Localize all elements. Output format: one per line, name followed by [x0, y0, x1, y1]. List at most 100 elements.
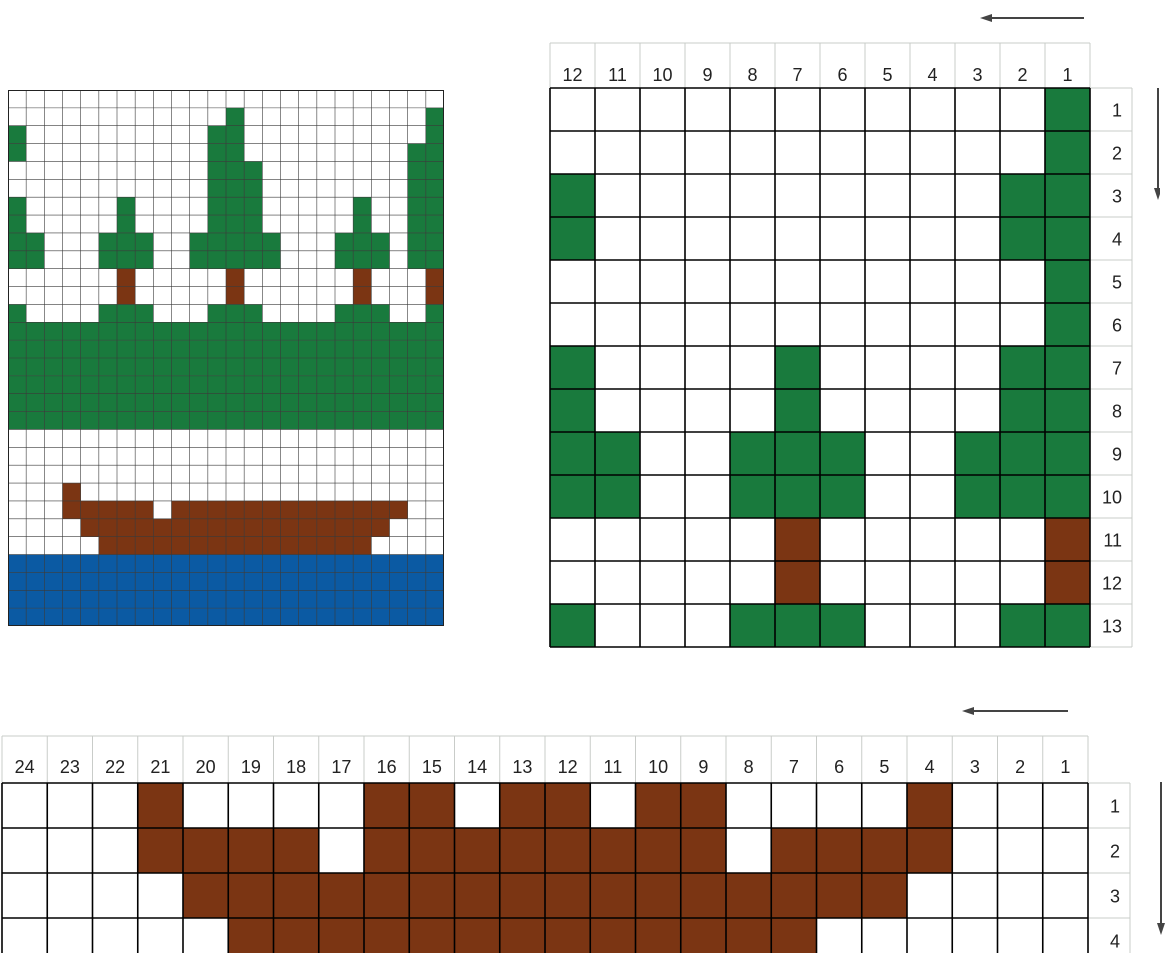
tree-cell	[1000, 389, 1045, 432]
preview-cell	[63, 358, 81, 376]
boat-cell	[47, 873, 92, 918]
preview-cell	[99, 590, 117, 608]
preview-cell	[99, 537, 117, 555]
tree-cell	[775, 518, 820, 561]
preview-cell	[262, 483, 280, 501]
boat-cell	[228, 783, 273, 828]
preview-cell	[190, 322, 208, 340]
preview-cell	[226, 358, 244, 376]
tree-cell	[820, 475, 865, 518]
tree-cell	[685, 260, 730, 303]
preview-cell	[408, 394, 426, 412]
preview-cell	[63, 144, 81, 162]
boat-column-label: 2	[1015, 757, 1025, 777]
preview-cell	[335, 447, 353, 465]
tree-cell	[775, 561, 820, 604]
tree-cell	[595, 217, 640, 260]
preview-cell	[408, 465, 426, 483]
preview-cell	[208, 412, 226, 430]
preview-cell	[135, 90, 153, 108]
preview-cell	[190, 412, 208, 430]
preview-cell	[208, 376, 226, 394]
preview-cell	[371, 90, 389, 108]
preview-cell	[226, 108, 244, 126]
preview-cell	[172, 376, 190, 394]
preview-cell	[135, 555, 153, 573]
boat-cell	[500, 873, 545, 918]
boat-cell	[2, 918, 47, 953]
preview-cell	[226, 215, 244, 233]
preview-cell	[353, 251, 371, 269]
preview-cell	[281, 287, 299, 305]
preview-cell	[81, 126, 99, 144]
preview-cell	[262, 465, 280, 483]
preview-cell	[190, 572, 208, 590]
preview-cell	[63, 161, 81, 179]
preview-cell	[190, 161, 208, 179]
preview-cell	[281, 161, 299, 179]
preview-cell	[208, 483, 226, 501]
preview-cell	[63, 126, 81, 144]
preview-cell	[408, 412, 426, 430]
preview-cell	[281, 447, 299, 465]
tree-column-label: 8	[747, 65, 757, 85]
preview-cell	[299, 483, 317, 501]
tree-cell	[820, 561, 865, 604]
preview-cell	[408, 90, 426, 108]
preview-cell	[408, 572, 426, 590]
tree-cell	[955, 604, 1000, 647]
tree-cell	[1045, 88, 1090, 131]
preview-cell	[226, 572, 244, 590]
boat-cell	[907, 873, 952, 918]
preview-cell	[353, 447, 371, 465]
preview-cell	[390, 447, 408, 465]
tree-column-label: 2	[1017, 65, 1027, 85]
tree-cell	[595, 303, 640, 346]
preview-cell	[135, 465, 153, 483]
preview-cell	[226, 197, 244, 215]
boat-cell	[726, 783, 771, 828]
boat-column-label: 10	[648, 757, 668, 777]
preview-cell	[408, 447, 426, 465]
tree-cell	[640, 303, 685, 346]
preview-cell	[99, 412, 117, 430]
preview-cell	[208, 179, 226, 197]
preview-cell	[371, 555, 389, 573]
boat-cell	[545, 918, 590, 953]
preview-cell	[281, 269, 299, 287]
preview-cell	[99, 197, 117, 215]
preview-cell	[353, 429, 371, 447]
preview-cell	[8, 394, 26, 412]
preview-cell	[8, 90, 26, 108]
preview-cell	[8, 429, 26, 447]
preview-cell	[408, 376, 426, 394]
boat-cell	[636, 783, 681, 828]
preview-cell	[208, 572, 226, 590]
preview-cell	[8, 304, 26, 322]
tree-cell	[1045, 475, 1090, 518]
preview-cell	[44, 429, 62, 447]
boat-row-label: 3	[1110, 887, 1120, 907]
preview-cell	[8, 483, 26, 501]
preview-cell	[190, 537, 208, 555]
preview-cell	[317, 376, 335, 394]
preview-cell	[408, 233, 426, 251]
preview-cell	[26, 572, 44, 590]
preview-cell	[371, 126, 389, 144]
preview-cell	[262, 126, 280, 144]
tree-cell	[685, 217, 730, 260]
preview-cell	[353, 215, 371, 233]
preview-cell	[190, 287, 208, 305]
boat-cell	[455, 828, 500, 873]
preview-cell	[371, 501, 389, 519]
boat-cell	[93, 918, 138, 953]
tree-cell	[1000, 346, 1045, 389]
preview-cell	[99, 429, 117, 447]
preview-cell	[226, 394, 244, 412]
preview-cell	[299, 269, 317, 287]
tree-chart-panel: 12111098765432112345678910111213	[540, 0, 1160, 660]
preview-cell	[371, 590, 389, 608]
preview-cell	[426, 126, 444, 144]
preview-cell	[390, 394, 408, 412]
preview-cell	[172, 501, 190, 519]
